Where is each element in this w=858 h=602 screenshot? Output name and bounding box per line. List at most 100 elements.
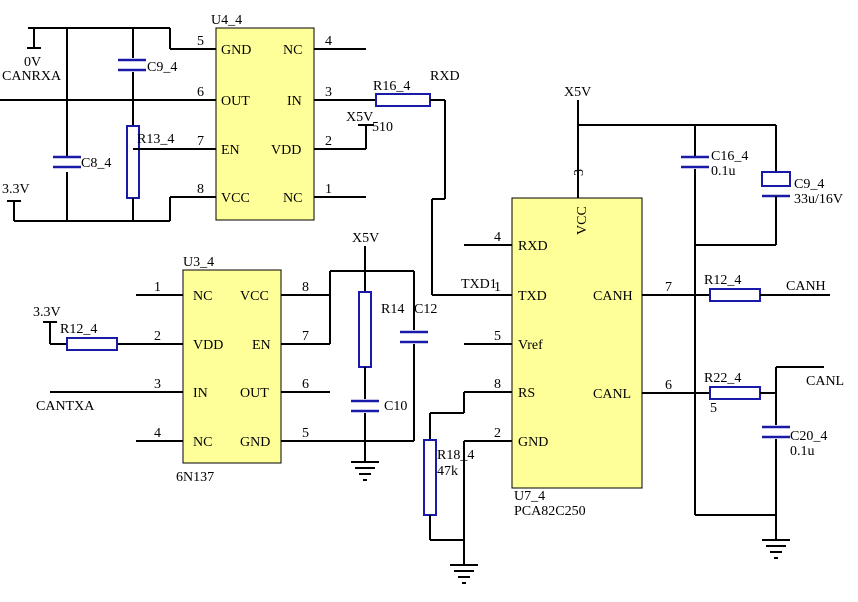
u4-ref: U4_4 (211, 13, 242, 28)
c20-label: C20_4 (790, 429, 827, 444)
u7-pin3-name: VCC (575, 206, 590, 235)
label-x5v-right: X5V (564, 85, 591, 100)
r14-resistor (358, 291, 372, 368)
u4-pin3-num: 3 (325, 85, 332, 100)
u3-pin3-name: IN (193, 386, 208, 401)
u4-pin8-num: 8 (197, 182, 204, 197)
ground-symbol-mid (351, 461, 379, 481)
u4-pin6-name: OUT (221, 94, 250, 109)
ground-symbol-right (762, 539, 790, 559)
label-3v3-top: 3.3V (2, 182, 30, 197)
u7-pin3-num: 3 (572, 169, 587, 176)
c8-label: C8_4 (81, 156, 111, 171)
r12-right-resistor (709, 288, 761, 302)
r16-value: 510 (372, 120, 393, 135)
u3-pin5-name: GND (240, 435, 270, 450)
u3-pin1-name: NC (193, 289, 212, 304)
u3-pin2-num: 2 (154, 329, 161, 344)
u3-pin2-name: VDD (193, 338, 223, 353)
c9-right-label: C9_4 (794, 177, 824, 192)
ground-symbol-bottom (450, 564, 478, 584)
label-cantxa: CANTXA (36, 399, 95, 414)
u3-pin8-num: 8 (302, 280, 309, 295)
u4-pin4-name: NC (283, 43, 302, 58)
u7-pin5-name: Vref (518, 338, 543, 353)
u7-pin1-name: TXD (518, 289, 547, 304)
label-canh: CANH (786, 279, 826, 294)
u7-pin2-num: 2 (494, 426, 501, 441)
r14-label: R14 (381, 302, 404, 317)
u7-pin1-num: 1 (494, 280, 501, 295)
u4-pin4-num: 4 (325, 34, 332, 49)
label-3v3-mid: 3.3V (33, 305, 61, 320)
u7-ref: U7_4 (514, 489, 545, 504)
label-x5v-top: X5V (346, 110, 373, 125)
u3-pin4-num: 4 (154, 426, 161, 441)
u4-pin6-num: 6 (197, 85, 204, 100)
u7-pin2-name: GND (518, 435, 548, 450)
c9-top-label: C9_4 (147, 60, 177, 75)
u7-pin5-num: 5 (494, 329, 501, 344)
c20-value: 0.1u (790, 444, 815, 459)
u4-pin2-name: VDD (271, 143, 301, 158)
u7-can-transceiver: U7_4 PCA82C250 4 1 5 8 2 RXD TXD Vref RS… (432, 85, 710, 519)
u3-pin8-name: VCC (240, 289, 269, 304)
r16-label: R16_4 (373, 79, 410, 94)
u7-pin8-name: RS (518, 386, 535, 401)
u4-pin7-num: 7 (197, 134, 204, 149)
u4-pin2-num: 2 (325, 134, 332, 149)
r16-resistor (375, 93, 431, 107)
u3-left-network: 3.3V R12_4 CANTXA (33, 305, 118, 414)
u3-pin3-num: 3 (154, 377, 161, 392)
u3-pin4-name: NC (193, 435, 212, 450)
u4-left-network: 0V CANRXA C8_4 C9_4 R13_4 3.3V (2, 27, 177, 222)
u3-ref: U3_4 (183, 255, 214, 270)
u4-optocoupler: U4_4 5 6 7 8 GND OUT EN VCC 4 3 2 1 NC I… (0, 13, 376, 221)
u4-pin8-name: VCC (221, 191, 250, 206)
u4-pin7-name: EN (221, 143, 240, 158)
u7-pin4-name: RXD (518, 239, 548, 254)
u3-pin1-num: 1 (154, 280, 161, 295)
label-x5v-mid: X5V (352, 231, 379, 246)
u4-pin5-name: GND (221, 43, 251, 58)
u7-pin7-num: 7 (665, 280, 672, 295)
u4-right-network: R16_4 RXD X5V 510 (346, 69, 460, 295)
r18-label: R18_4 (437, 448, 474, 463)
c9-right-plate1 (761, 171, 791, 187)
label-canrxa: CANRXA (2, 69, 62, 84)
label-0v: 0V (24, 55, 41, 70)
c9-right-value: 33u/16V (794, 192, 843, 207)
u7-body (511, 197, 643, 489)
u7-right-network: C16_4 0.1u C9_4 33u/16V R12_4 CANH R22_4… (578, 124, 844, 559)
u3-part: 6N137 (176, 470, 214, 485)
u4-pin1-name: NC (283, 191, 302, 206)
u3-pin7-num: 7 (302, 329, 309, 344)
c12-label: C12 (414, 302, 437, 317)
u3-pin7-name: EN (252, 338, 271, 353)
c16-label: C16_4 (711, 149, 748, 164)
u4-pin1-num: 1 (325, 182, 332, 197)
u7-rs-network: R18_4 47k (423, 392, 478, 584)
c16-value: 0.1u (711, 164, 736, 179)
u3-pin5-num: 5 (302, 426, 309, 441)
u4-body (215, 27, 315, 221)
u3-body (182, 269, 282, 464)
r18-value: 47k (437, 464, 458, 479)
u3-pin6-name: OUT (240, 386, 269, 401)
u7-pin8-num: 8 (494, 377, 501, 392)
r22-resistor (709, 386, 761, 400)
u3-right-network: X5V R14 C10 C12 (329, 231, 437, 481)
r12-left-resistor (66, 337, 118, 351)
label-canl: CANL (806, 374, 844, 389)
u7-pin4-num: 4 (494, 230, 501, 245)
u3-optocoupler: U3_4 6N137 1 2 3 4 NC VDD IN NC 8 7 6 5 … (50, 255, 414, 485)
label-rxd: RXD (430, 69, 460, 84)
r12-right-label: R12_4 (704, 273, 741, 288)
r22-value: 5 (710, 401, 717, 416)
u3-pin6-num: 6 (302, 377, 309, 392)
u4-pin5-num: 5 (197, 34, 204, 49)
r13-label: R13_4 (137, 132, 174, 147)
c10-label: C10 (384, 399, 407, 414)
u7-pin6-name: CANL (593, 387, 631, 402)
